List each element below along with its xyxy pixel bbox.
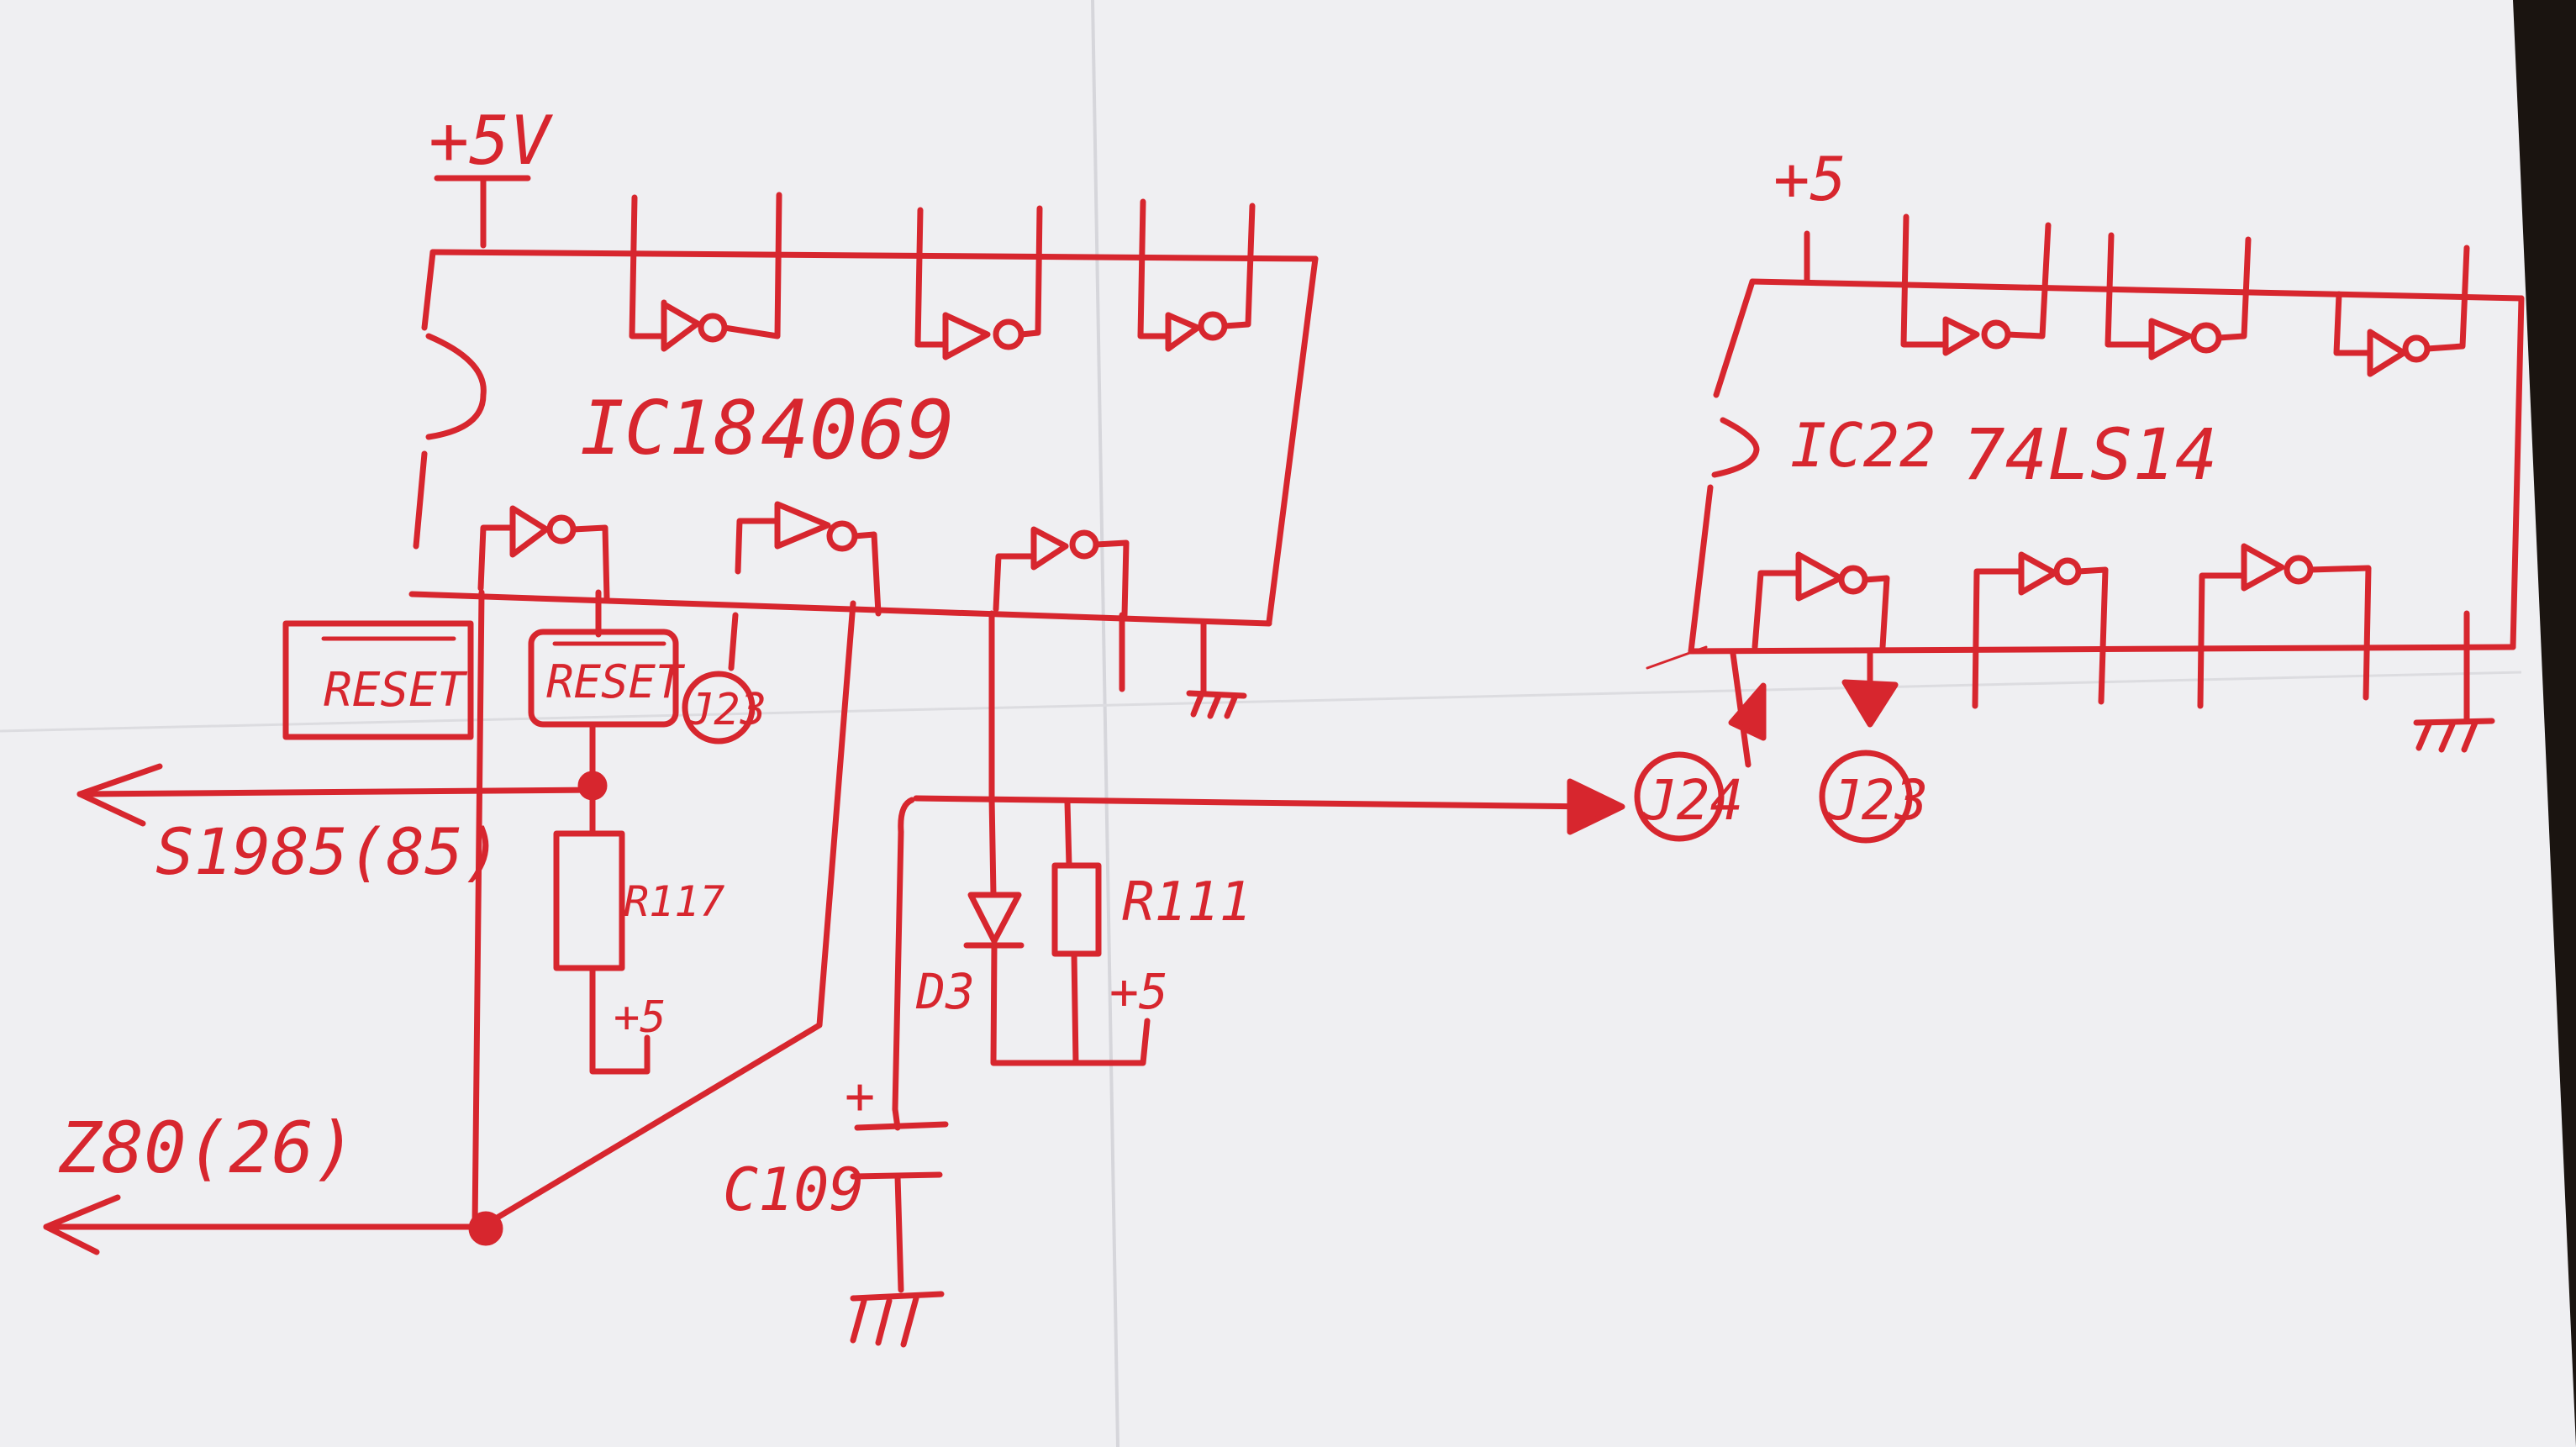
paper-fold-vertical — [1091, 0, 1119, 1447]
label-d3: D3 — [915, 963, 975, 1020]
label-z80-signal: Z80(26) — [58, 1107, 356, 1189]
label-ic18-part: 4069 — [761, 383, 955, 477]
label-c109: C109 — [723, 1155, 865, 1224]
labels: +5V +5 IC18 4069 IC22 74LS14 RESET RESET… — [58, 102, 2217, 1224]
ic22-chip — [1688, 213, 2525, 768]
label-r111: R111 — [1122, 871, 1251, 934]
label-r111-supply: +5 — [1109, 963, 1168, 1020]
label-5v-supply: +5V — [429, 102, 553, 180]
label-j23-right: J23 — [1827, 768, 1928, 833]
label-ic18-ref: IC18 — [580, 385, 758, 471]
reset-network — [43, 589, 1913, 1348]
label-ic22-supply: +5 — [1773, 144, 1846, 214]
label-ic22-part: 74LS14 — [1962, 413, 2217, 496]
ic18-chip — [408, 175, 1319, 719]
label-reset-box-2: RESET — [546, 655, 686, 708]
label-j24: J24 — [1642, 768, 1743, 833]
label-r117-supply: +5 — [614, 992, 666, 1043]
label-reset-box-1: RESET — [324, 663, 468, 718]
label-j23-left: J23 — [687, 685, 766, 735]
label-c109-plus: + — [845, 1067, 875, 1126]
label-s1985-signal: S1985(85) — [155, 814, 502, 889]
label-ic22-ref: IC22 — [1790, 410, 1936, 481]
label-r117: R117 — [624, 877, 724, 926]
